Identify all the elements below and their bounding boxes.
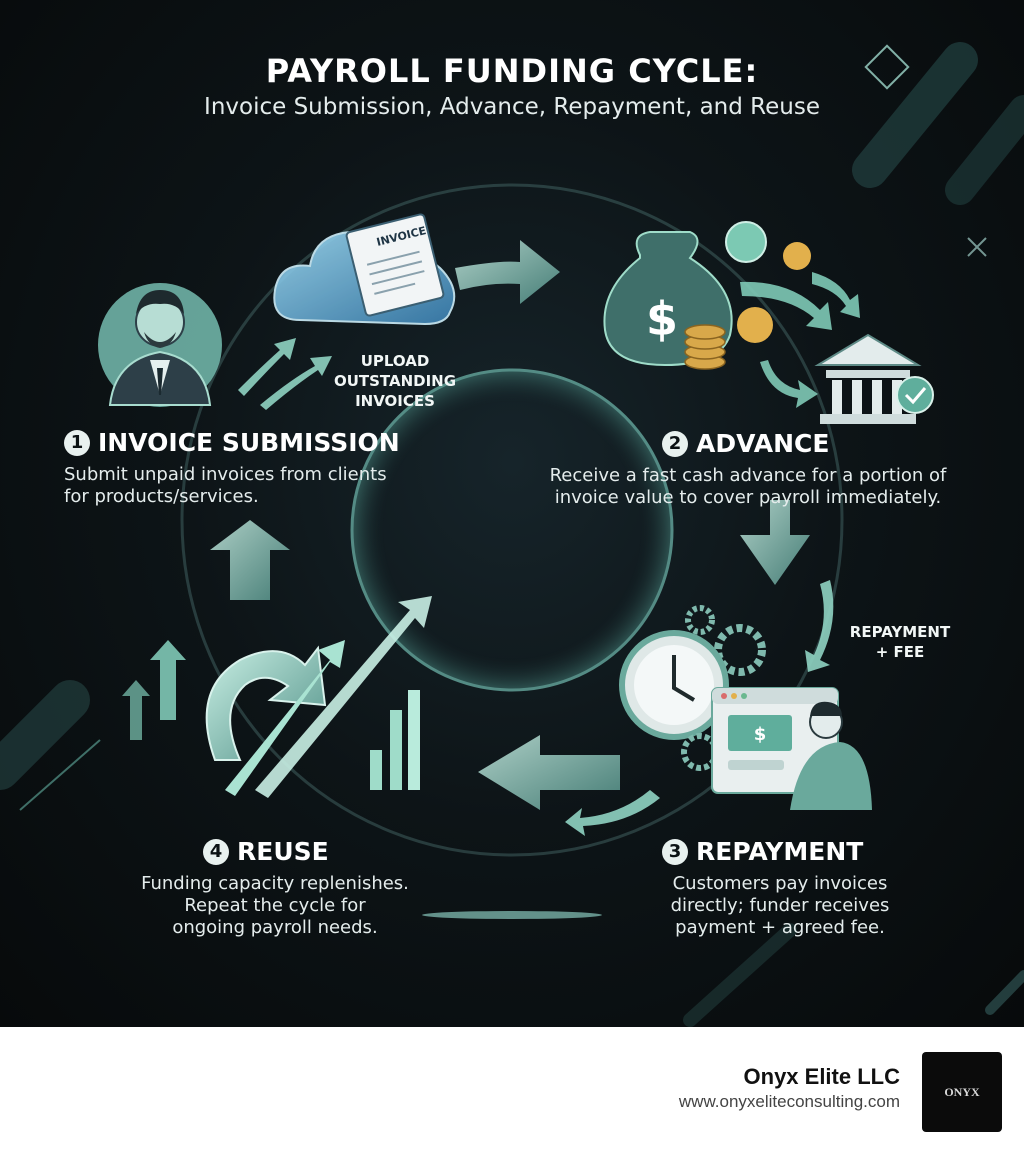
- payout-arrows: [740, 272, 860, 408]
- clock-gear-icon: [619, 605, 766, 771]
- step-4-description: Funding capacity replenishes. Repeat the…: [141, 873, 409, 938]
- cloud-invoice-icon: [273, 213, 456, 326]
- footer: [0, 1027, 1024, 1154]
- infographic: $: [0, 0, 1024, 1027]
- step-3-number: 3: [662, 838, 688, 865]
- svg-text:$: $: [646, 292, 678, 346]
- step-1-title: 1 INVOICE SUBMISSION: [64, 428, 400, 457]
- step-4-title: 4 REUSE: [203, 837, 329, 866]
- businessman-icon: [98, 283, 222, 407]
- center-ring: [350, 368, 674, 692]
- company-name: Onyx Elite LLC: [743, 1064, 900, 1089]
- step-2-description: Receive a fast cash advance for a portio…: [549, 465, 947, 508]
- diagram-subtitle: Invoice Submission, Advance, Repayment, …: [204, 94, 820, 120]
- decor-shapes: [0, 42, 1024, 1027]
- step-2-title: 2 ADVANCE: [662, 429, 829, 458]
- upload-arrows-icon: [238, 338, 332, 410]
- step-1-description: Submit unpaid invoices from clients for …: [64, 464, 387, 507]
- company-url[interactable]: www.onyxeliteconsulting.com: [678, 1092, 900, 1111]
- step-3-description: Customers pay invoices directly; funder …: [670, 873, 890, 938]
- money-bag-icon: $: [603, 221, 811, 370]
- flow-arrows: [210, 240, 810, 810]
- step-3-title: 3 REPAYMENT: [662, 837, 863, 866]
- svg-text:$: $: [754, 724, 767, 745]
- company-logo: ONYX: [922, 1052, 1002, 1132]
- payment-screen-icon: $: [711, 687, 872, 810]
- repayment-arrow: [565, 580, 834, 836]
- step-2-number: 2: [662, 430, 688, 457]
- upload-callout: UPLOAD OUTSTANDING INVOICES: [333, 352, 457, 410]
- repayment-fee-callout: REPAYMENT + FEE: [849, 623, 951, 661]
- diagram-title: PAYROLL FUNDING CYCLE:: [265, 52, 759, 90]
- logo-text: ONYX: [944, 1084, 980, 1099]
- growth-arrows-icon: [122, 596, 432, 798]
- step-1-number: 1: [64, 429, 90, 456]
- step-4-number: 4: [203, 838, 229, 865]
- cycle-artwork: $: [0, 42, 1024, 1027]
- bank-icon: [814, 333, 934, 424]
